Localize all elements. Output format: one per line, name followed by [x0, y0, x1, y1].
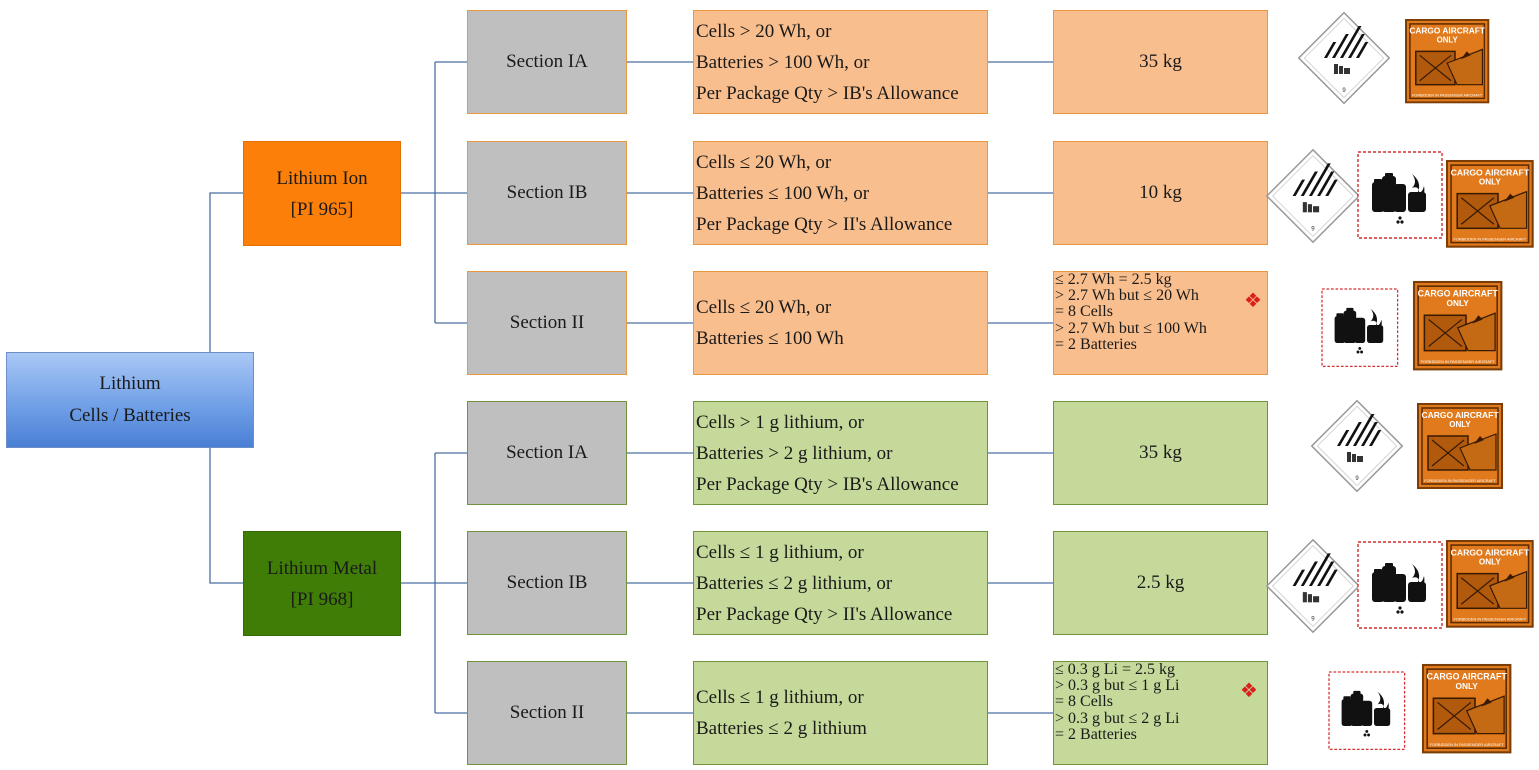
ion-section-ib-node: Section IB: [467, 141, 627, 245]
ion-section-ia-limit: 35 kg: [1053, 10, 1268, 114]
limit-line: > 0.3 g but ≤ 2 g Li: [1055, 709, 1180, 727]
criteria-line: Cells > 20 Wh, or: [696, 20, 832, 42]
metal-section-ia-node: Section IA: [467, 401, 627, 505]
limit-line: > 2.7 Wh but ≤ 100 Wh: [1055, 319, 1207, 337]
red-diamond-mark-icon: ❖: [1240, 680, 1258, 702]
criteria-line: Per Package Qty > IB's Allowance: [696, 473, 959, 495]
ion-section-ii-criteria: Cells ≤ 20 Wh, or Batteries ≤ 100 Wh: [693, 271, 988, 375]
lithium-ion-node: Lithium Ion [PI 965]: [243, 141, 401, 246]
criteria-line: Batteries ≤ 2 g lithium: [696, 718, 867, 739]
lithium-metal-name: Lithium Metal: [266, 557, 378, 579]
section-label: Section II: [509, 702, 585, 723]
criteria-line: Batteries ≤ 100 Wh, or: [696, 182, 870, 204]
metal-section-ia-limit: 35 kg: [1053, 401, 1268, 505]
limit-line: = 8 Cells: [1055, 303, 1113, 321]
limit-value: 2.5 kg: [1136, 572, 1185, 593]
ion-section-ia-criteria: Cells > 20 Wh, or Batteries > 100 Wh, or…: [693, 10, 988, 114]
ion-section-ii-node: Section II: [467, 271, 627, 375]
criteria-line: Cells ≤ 1 g lithium, or: [696, 541, 864, 563]
limit-line: ≤ 0.3 g Li = 2.5 kg: [1055, 661, 1176, 678]
ion-section-ib-criteria: Cells ≤ 20 Wh, or Batteries ≤ 100 Wh, or…: [693, 141, 988, 245]
metal-section-ib-node: Section IB: [467, 531, 627, 635]
section-label: Section IB: [506, 182, 588, 203]
criteria-line: Batteries > 100 Wh, or: [696, 51, 870, 73]
ion-section-ib-limit: 10 kg: [1053, 141, 1268, 245]
limit-line: = 8 Cells: [1055, 693, 1113, 711]
metal-section-ii-limit: ≤ 0.3 g Li = 2.5 kg > 0.3 g but ≤ 1 g Li…: [1053, 661, 1268, 765]
section-label: Section IA: [506, 442, 588, 463]
criteria-line: Per Package Qty > II's Allowance: [696, 213, 953, 235]
criteria-line: Per Package Qty > II's Allowance: [696, 603, 953, 625]
criteria-line: Per Package Qty > IB's Allowance: [696, 82, 959, 104]
section-label: Section IA: [506, 51, 588, 72]
section-label: Section II: [509, 312, 585, 333]
limit-value: 35 kg: [1139, 51, 1182, 72]
limit-line: = 2 Batteries: [1055, 725, 1137, 743]
criteria-line: Cells ≤ 1 g lithium, or: [696, 687, 864, 708]
metal-section-ii-node: Section II: [467, 661, 627, 765]
metal-section-ii-criteria: Cells ≤ 1 g lithium, or Batteries ≤ 2 g …: [693, 661, 988, 765]
root-title: Lithium: [99, 373, 161, 394]
lithium-metal-pi: [PI 968]: [290, 588, 354, 610]
section-label: Section IB: [506, 572, 588, 593]
limit-line: > 0.3 g but ≤ 1 g Li: [1055, 677, 1180, 695]
root-subtitle: Cells / Batteries: [69, 405, 191, 426]
limit-value: 10 kg: [1139, 182, 1182, 203]
limit-line: > 2.7 Wh but ≤ 20 Wh: [1055, 287, 1199, 305]
lithium-ion-pi: [PI 965]: [290, 198, 354, 220]
root-node-lithium-cells-batteries: Lithium Cells / Batteries: [6, 352, 254, 448]
criteria-line: Cells > 1 g lithium, or: [696, 411, 864, 433]
limit-line: = 2 Batteries: [1055, 335, 1137, 353]
criteria-line: Batteries ≤ 100 Wh: [696, 328, 844, 349]
metal-section-ia-criteria: Cells > 1 g lithium, or Batteries > 2 g …: [693, 401, 988, 505]
criteria-line: Cells ≤ 20 Wh, or: [696, 297, 832, 318]
lithium-metal-node: Lithium Metal [PI 968]: [243, 531, 401, 636]
red-diamond-mark-icon: ❖: [1244, 290, 1262, 312]
limit-value: 35 kg: [1139, 442, 1182, 463]
lithium-ion-name: Lithium Ion: [276, 167, 368, 189]
criteria-line: Batteries > 2 g lithium, or: [696, 442, 893, 464]
metal-section-ib-limit: 2.5 kg: [1053, 531, 1268, 635]
ion-section-ii-limit: ≤ 2.7 Wh = 2.5 kg > 2.7 Wh but ≤ 20 Wh =…: [1053, 271, 1268, 375]
criteria-line: Cells ≤ 20 Wh, or: [696, 151, 832, 173]
metal-section-ib-criteria: Cells ≤ 1 g lithium, or Batteries ≤ 2 g …: [693, 531, 988, 635]
ion-section-ia-node: Section IA: [467, 10, 627, 114]
criteria-line: Batteries ≤ 2 g lithium, or: [696, 572, 893, 594]
limit-line: ≤ 2.7 Wh = 2.5 kg: [1055, 271, 1172, 288]
